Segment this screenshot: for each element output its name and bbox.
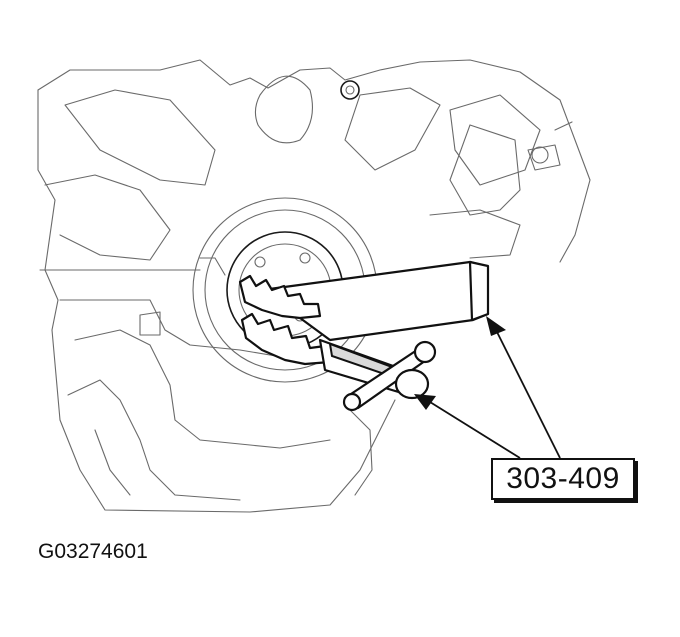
arrowhead-lower bbox=[414, 394, 436, 410]
figure-id: G03274601 bbox=[38, 540, 148, 563]
tool-number-callout: 303-409 bbox=[491, 458, 635, 500]
engine-block bbox=[37, 59, 591, 513]
tool-number-label: 303-409 bbox=[506, 462, 620, 495]
arrowhead-upper bbox=[486, 316, 506, 336]
callout-leaders bbox=[414, 316, 561, 459]
holding-tool-303-409 bbox=[238, 260, 490, 412]
